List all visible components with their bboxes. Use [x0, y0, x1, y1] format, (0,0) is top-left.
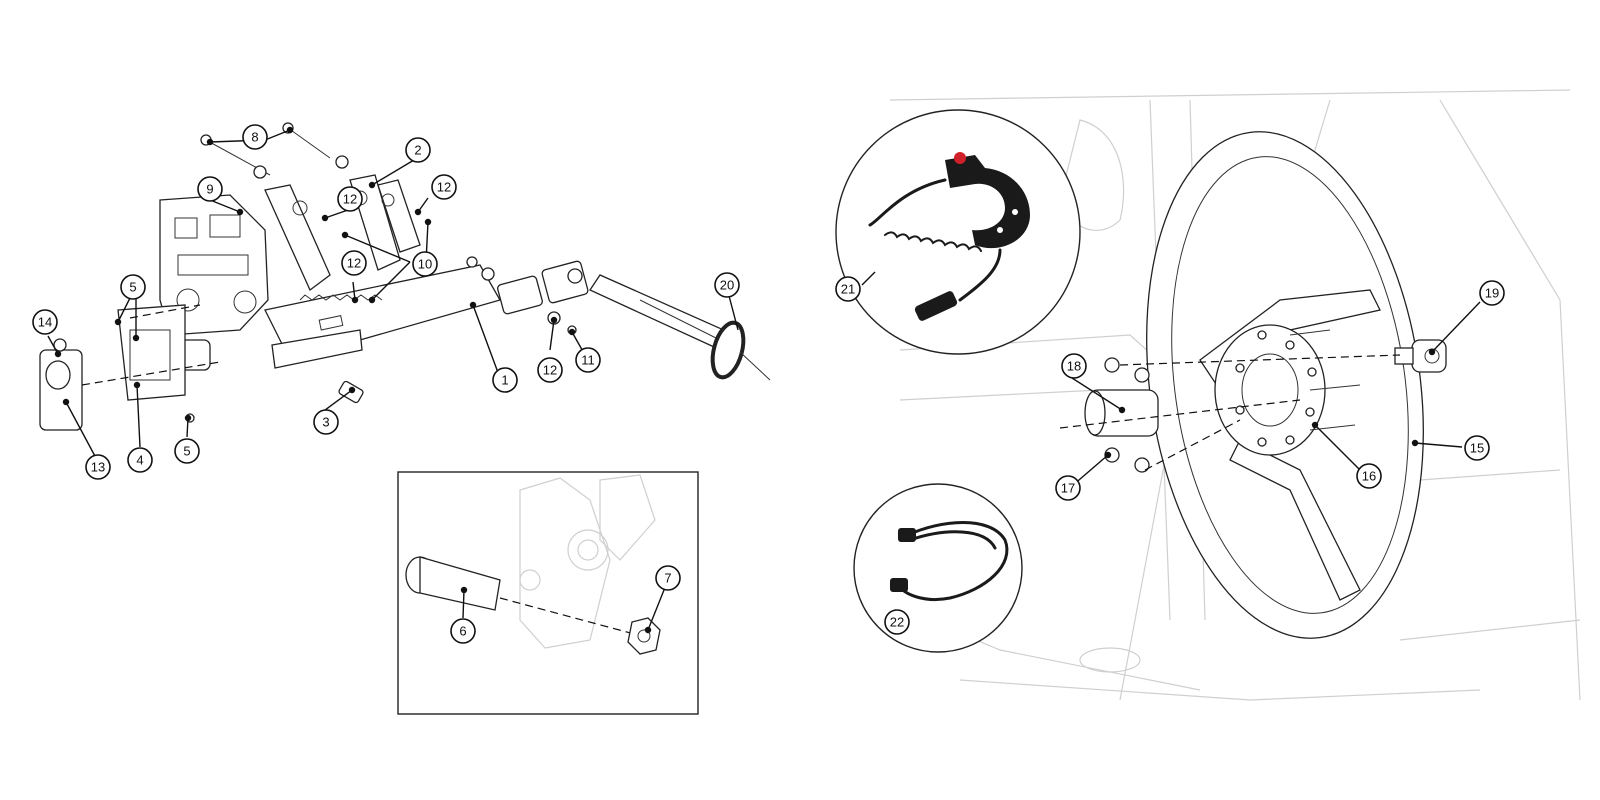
callout-12-c: 12	[341, 250, 367, 276]
detail-circle-22	[853, 483, 1023, 653]
svg-text:12: 12	[437, 180, 451, 195]
horn-cap	[1411, 339, 1447, 373]
tilt-bracket-3	[377, 179, 421, 253]
coil-cable	[884, 231, 982, 252]
wheel-rim-inner	[1171, 156, 1409, 614]
svg-text:5: 5	[129, 280, 136, 295]
svg-text:12: 12	[347, 256, 361, 271]
callout-19: 19	[1479, 280, 1505, 306]
svg-text:5: 5	[183, 444, 190, 459]
svg-text:19: 19	[1485, 286, 1499, 301]
callout-8: 8	[242, 124, 268, 150]
callout-16: 16	[1356, 463, 1382, 489]
side-plate	[117, 304, 186, 401]
svg-text:12: 12	[343, 192, 357, 207]
svg-text:2: 2	[414, 143, 421, 158]
callout-3: 3	[313, 409, 339, 435]
intermediate-shaft	[589, 274, 736, 353]
wheel-hub	[1214, 324, 1326, 456]
cable-plug	[898, 528, 916, 542]
callout-5-upper: 5	[120, 274, 146, 300]
callout-15: 15	[1464, 435, 1490, 461]
column-clip	[271, 329, 363, 369]
svg-text:13: 13	[91, 460, 105, 475]
button-bracket	[945, 155, 1030, 249]
svg-text:18: 18	[1067, 359, 1081, 374]
callout-12-d: 12	[537, 357, 563, 383]
svg-text:1: 1	[501, 373, 508, 388]
callout-13: 13	[85, 454, 111, 480]
svg-text:12: 12	[543, 363, 557, 378]
svg-text:4: 4	[136, 453, 143, 468]
svg-text:15: 15	[1470, 441, 1484, 456]
detail-inset	[397, 471, 699, 715]
vehicle-background	[879, 89, 1581, 701]
callout-22: 22	[884, 609, 910, 635]
tilt-bracket	[264, 184, 331, 292]
leader-dots	[54, 126, 1436, 634]
callout-9: 9	[197, 176, 223, 202]
callout-11: 11	[575, 347, 601, 373]
callout-20: 20	[714, 272, 740, 298]
wheel-spoke-lower	[1229, 439, 1361, 601]
svg-text:14: 14	[38, 315, 52, 330]
svg-text:21: 21	[841, 282, 855, 297]
svg-text:20: 20	[720, 278, 734, 293]
callout-17: 17	[1055, 475, 1081, 501]
inset-frame	[397, 471, 699, 715]
svg-text:16: 16	[1362, 469, 1376, 484]
callout-2: 2	[405, 137, 431, 163]
callout-14: 14	[32, 309, 58, 335]
svg-text:10: 10	[418, 257, 432, 272]
svg-text:11: 11	[581, 353, 595, 368]
extension-cable	[896, 521, 1009, 601]
callout-7: 7	[655, 565, 681, 591]
nut	[627, 617, 661, 655]
svg-text:22: 22	[890, 615, 904, 630]
svg-text:17: 17	[1061, 481, 1075, 496]
svg-text:7: 7	[664, 571, 671, 586]
steering-column-assembly	[39, 122, 771, 431]
detail-circle-21	[835, 109, 1081, 355]
callout-5-lower: 5	[174, 438, 200, 464]
svg-text:8: 8	[251, 130, 258, 145]
callout-10: 10	[412, 251, 438, 277]
svg-text:6: 6	[459, 624, 466, 639]
callout-12-a: 12	[337, 186, 363, 212]
detail-circle-extension-cable	[853, 483, 1023, 653]
detail-circle-button-cable	[835, 109, 1081, 355]
cable-connector	[914, 291, 958, 321]
callout-1: 1	[492, 367, 518, 393]
callout-21: 21	[835, 276, 861, 302]
svg-text:9: 9	[206, 182, 213, 197]
callout-18: 18	[1061, 353, 1087, 379]
red-push-button	[954, 152, 966, 164]
mounting-bracket	[159, 194, 269, 336]
callout-6: 6	[450, 618, 476, 644]
svg-text:3: 3	[322, 415, 329, 430]
callout-12-b: 12	[431, 174, 457, 200]
callout-4: 4	[127, 447, 153, 473]
universal-joint	[497, 275, 543, 315]
steering-wheel	[1059, 131, 1447, 639]
